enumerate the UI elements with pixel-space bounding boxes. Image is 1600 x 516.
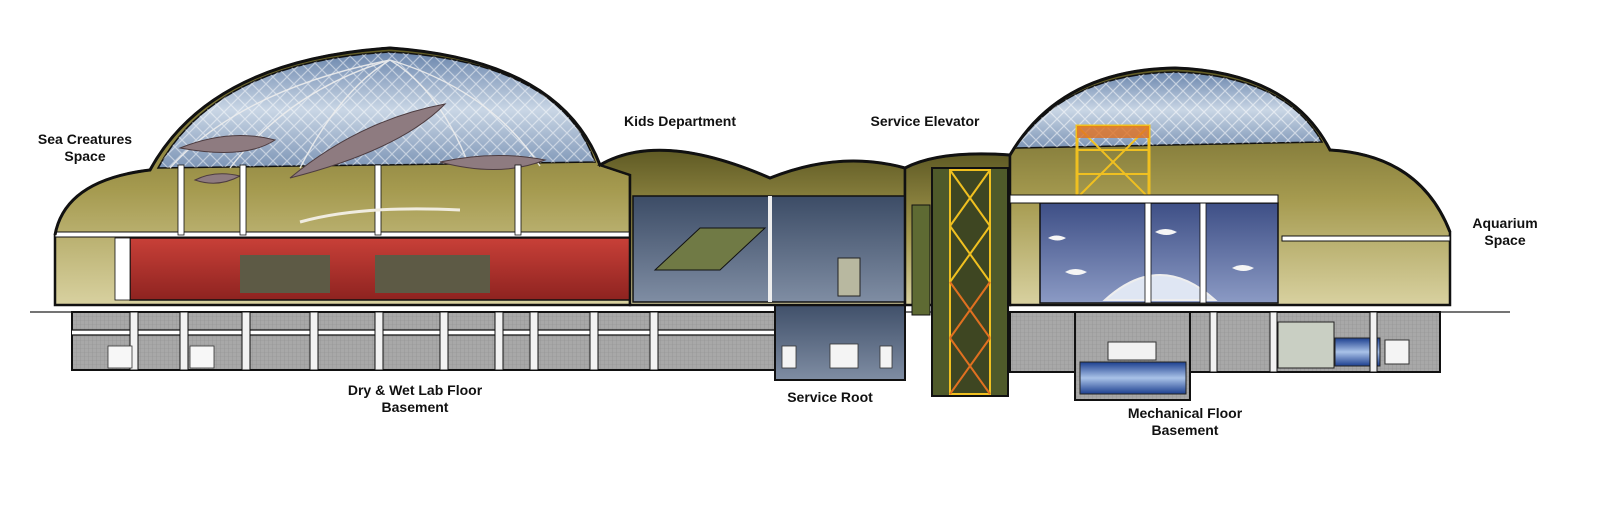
label-line: Space xyxy=(1484,232,1526,248)
label-sea-creatures-space: Sea Creatures Space xyxy=(30,131,140,165)
label-line: Dry & Wet Lab Floor xyxy=(347,382,483,398)
label-service-elevator: Service Elevator xyxy=(855,113,995,130)
label-kids-department: Kids Department xyxy=(605,113,755,130)
label-line: Service Elevator xyxy=(870,113,980,129)
basement-left xyxy=(71,311,783,371)
label-line: Kids Department xyxy=(623,113,737,129)
basement-service-root xyxy=(774,299,906,381)
label-line: Sea Creatures xyxy=(37,131,133,147)
label-line: Aquarium xyxy=(1472,215,1538,231)
label-line: Mechanical Floor xyxy=(1127,405,1243,421)
label-dry-wet-lab: Dry & Wet Lab Floor Basement xyxy=(335,382,495,416)
label-service-root: Service Root xyxy=(770,389,890,406)
basement-right xyxy=(1009,311,1441,401)
service-elevator xyxy=(903,152,1012,397)
building-outline xyxy=(53,46,1452,236)
label-line: Space xyxy=(64,148,106,164)
left-dome xyxy=(53,46,632,307)
label-mechanical-floor: Mechanical Floor Basement xyxy=(1115,405,1255,439)
label-line: Service Root xyxy=(787,389,873,405)
right-dome xyxy=(1008,66,1452,307)
kids-department-vault xyxy=(596,148,914,307)
label-aquarium-space: Aquarium Space xyxy=(1455,215,1555,249)
label-line: Basement xyxy=(381,399,449,415)
whale-skeleton xyxy=(299,207,461,224)
label-line: Basement xyxy=(1151,422,1219,438)
